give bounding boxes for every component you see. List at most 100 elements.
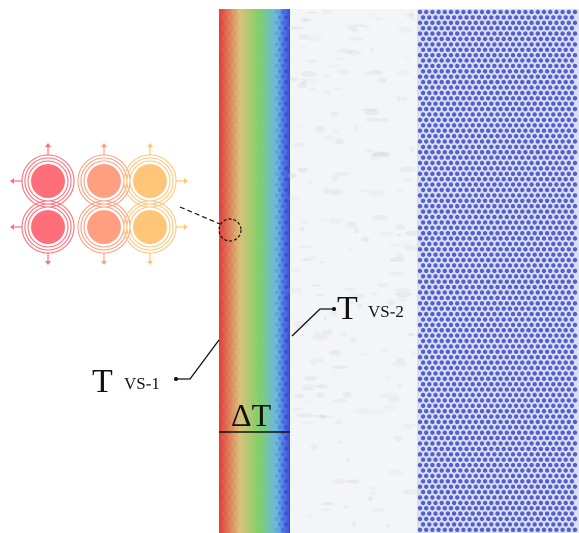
cold-particle bbox=[520, 252, 525, 257]
hot-particle bbox=[268, 160, 273, 166]
cold-particle bbox=[461, 31, 466, 36]
hot-particle bbox=[225, 247, 230, 252]
gap-fleck bbox=[333, 87, 343, 91]
cold-particle bbox=[482, 241, 488, 247]
cold-particle bbox=[572, 344, 578, 349]
cold-particle bbox=[451, 306, 457, 311]
hot-particle bbox=[243, 279, 248, 284]
cold-particle bbox=[473, 268, 478, 274]
cold-particle bbox=[560, 257, 565, 263]
hot-particle bbox=[234, 274, 239, 279]
hot-particle bbox=[262, 268, 267, 273]
cold-particle bbox=[417, 31, 423, 36]
cold-particle bbox=[451, 392, 457, 398]
cold-particle bbox=[479, 160, 485, 166]
cold-particle bbox=[538, 500, 544, 506]
cold-particle bbox=[479, 452, 485, 457]
cold-particle bbox=[430, 311, 435, 317]
hot-particle bbox=[249, 527, 255, 532]
cold-particle bbox=[513, 177, 519, 182]
cold-particle bbox=[541, 160, 547, 166]
cold-particle bbox=[563, 284, 568, 290]
cold-particle bbox=[529, 96, 534, 101]
cold-particle bbox=[548, 139, 553, 144]
cold-particle bbox=[424, 182, 429, 187]
cold-particle bbox=[569, 209, 575, 214]
cold-particle bbox=[557, 79, 562, 85]
cold-particle bbox=[563, 425, 568, 430]
cold-particle bbox=[464, 489, 469, 495]
cold-particle bbox=[529, 42, 534, 47]
cold-particle bbox=[455, 409, 460, 414]
cold-particle bbox=[529, 31, 534, 36]
cold-particle bbox=[501, 446, 506, 452]
cold-particle bbox=[430, 419, 435, 425]
cold-particle bbox=[551, 177, 556, 182]
cold-particle bbox=[486, 193, 491, 198]
cold-particle bbox=[548, 290, 553, 295]
cold-particle bbox=[510, 322, 516, 328]
cold-particle bbox=[427, 69, 432, 74]
cold-particle bbox=[532, 166, 537, 171]
cold-particle bbox=[563, 338, 568, 344]
gap-fleck bbox=[298, 34, 308, 40]
hot-particle bbox=[246, 360, 251, 365]
hot-particle bbox=[234, 252, 239, 257]
cold-particle bbox=[529, 53, 534, 58]
cold-particle bbox=[442, 333, 447, 338]
cold-particle bbox=[439, 414, 444, 419]
gap-fleck bbox=[320, 508, 331, 511]
cold-particle bbox=[541, 31, 547, 36]
cold-particle bbox=[442, 387, 447, 392]
cold-particle bbox=[482, 79, 488, 85]
hot-particle bbox=[277, 90, 282, 95]
cold-particle bbox=[492, 495, 497, 500]
cold-particle bbox=[433, 79, 438, 85]
cold-particle bbox=[424, 441, 429, 446]
cold-particle bbox=[517, 182, 522, 187]
cold-particle bbox=[439, 252, 444, 257]
cold-particle bbox=[489, 15, 494, 20]
hot-particle bbox=[280, 20, 286, 25]
cold-particle bbox=[464, 123, 469, 128]
hot-particle bbox=[243, 107, 248, 112]
gap-fleck bbox=[326, 188, 344, 195]
hot-particle bbox=[271, 231, 276, 236]
cold-particle bbox=[517, 193, 522, 198]
cold-particle bbox=[417, 214, 423, 220]
gap-fleck bbox=[360, 237, 370, 242]
hot-particle bbox=[249, 150, 255, 155]
hot-particle bbox=[249, 344, 255, 349]
cold-particle bbox=[451, 382, 457, 387]
cold-particle bbox=[427, 241, 432, 247]
hot-particle bbox=[284, 349, 289, 354]
hot-particle bbox=[231, 53, 236, 58]
label-t-vs1: T VS-1 bbox=[92, 339, 220, 400]
label-t-vs2-main: T bbox=[337, 290, 358, 327]
cold-particle bbox=[569, 306, 575, 311]
cold-particle bbox=[458, 349, 463, 354]
cold-particle bbox=[489, 112, 494, 117]
cold-particle bbox=[526, 26, 531, 31]
cold-particle bbox=[532, 435, 537, 441]
hot-particle bbox=[246, 144, 251, 149]
cold-particle bbox=[538, 425, 544, 430]
hot-particle bbox=[237, 117, 242, 122]
cold-particle bbox=[572, 106, 578, 112]
cold-particle bbox=[538, 155, 544, 160]
cold-particle bbox=[498, 139, 503, 144]
cold-particle bbox=[529, 9, 534, 15]
cold-particle bbox=[520, 263, 525, 268]
cold-particle bbox=[557, 479, 562, 484]
hot-particle bbox=[240, 177, 245, 182]
hot-particle bbox=[284, 177, 289, 182]
cold-particle bbox=[424, 74, 429, 79]
cold-particle bbox=[492, 214, 497, 220]
cold-particle bbox=[513, 349, 519, 354]
cold-particle bbox=[544, 15, 550, 20]
cold-particle bbox=[501, 479, 506, 484]
cold-particle bbox=[473, 398, 478, 403]
cold-particle bbox=[520, 457, 525, 462]
hot-particle bbox=[284, 134, 289, 139]
cold-particle bbox=[473, 139, 478, 144]
